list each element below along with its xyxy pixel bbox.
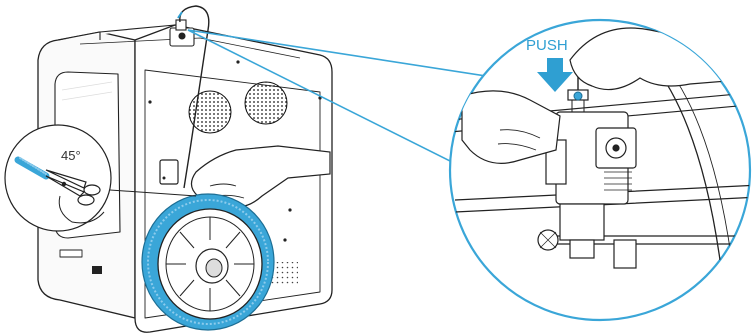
extruder-top [169,19,195,47]
push-arrow-icon [537,58,573,92]
filament-spool [141,193,275,331]
filament-sensor [159,159,179,185]
fan-grille-right [244,81,288,125]
hand-top [569,27,741,91]
scissors-icon [45,169,101,206]
fan-grille-left [188,90,232,134]
angle-label: 45° [61,148,81,163]
scissors-inset [4,124,197,232]
push-label: PUSH [526,37,568,54]
hand-left [461,90,561,164]
zoom-detail [448,18,752,322]
